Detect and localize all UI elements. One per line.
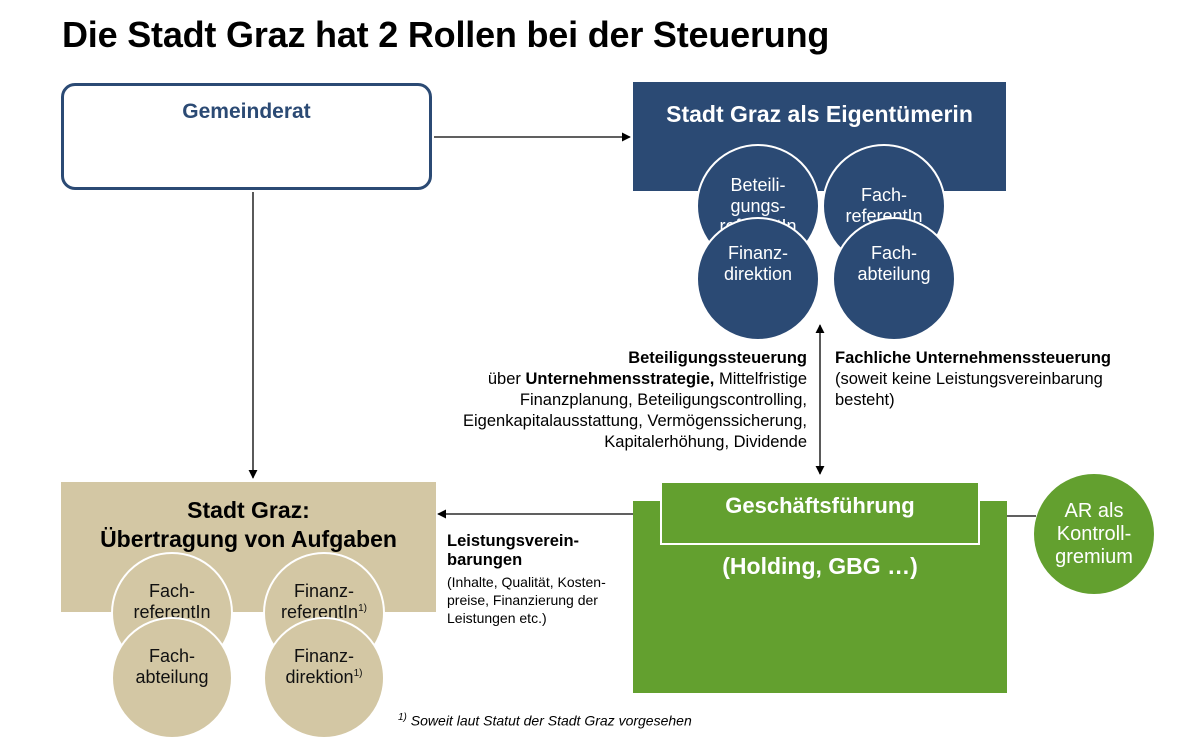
finanzreferentin-label: Finanz- referentIn (281, 581, 359, 622)
leistung-heading-line1: Leistungsverein- (447, 532, 580, 550)
circle-fachabteilung-city: Fach- abteilung (111, 617, 233, 739)
beteiligung-prefix: über (487, 370, 521, 388)
leistung-heading-line2: barungen (447, 551, 523, 569)
geschaeftsfuehrung-box: Geschäftsführung (660, 481, 980, 545)
holding-label: (Holding, GBG …) (722, 553, 918, 579)
footnote-mark: 1) (398, 712, 407, 723)
leistungsvereinbarungen-detail: (Inhalte, Qualität, Kosten- preise, Fina… (447, 573, 606, 627)
beteiligungssteuerung-text: Beteiligungssteuerung über Unternehmenss… (463, 348, 807, 453)
leistung-detail-line2: preise, Finanzierung der (447, 592, 598, 608)
fachlich-heading: Fachliche Unternehmenssteuerung (835, 349, 1111, 367)
fachliche-steuerung-text: Fachliche Unternehmenssteuerung (soweit … (835, 348, 1111, 411)
owner-label: Stadt Graz als Eigentümerin (666, 101, 973, 127)
fachlich-line2: besteht) (835, 391, 895, 409)
finanzdirektion-city-label: Finanz- direktion (285, 646, 354, 687)
leistung-detail-line1: (Inhalte, Qualität, Kosten- (447, 574, 606, 590)
gemeinderat-label: Gemeinderat (182, 100, 311, 123)
city-label: Stadt Graz: Übertragung von Aufgaben (100, 497, 397, 552)
circle-fachabteilung-owner: Fach- abteilung (832, 217, 956, 341)
footnote-mark-1: 1) (358, 603, 367, 614)
beteiligung-line1: Mittelfristige (714, 370, 807, 388)
page-title: Die Stadt Graz hat 2 Rollen bei der Steu… (62, 14, 830, 55)
footnote-mark-2: 1) (353, 668, 363, 679)
geschaeftsfuehrung-label: Geschäftsführung (725, 493, 915, 518)
footnote: 1) Soweit laut Statut der Stadt Graz vor… (398, 712, 692, 729)
beteiligung-heading: Beteiligungssteuerung (628, 349, 807, 367)
circle-finanzdirektion-owner: Finanz- direktion (696, 217, 820, 341)
leistungsvereinbarungen-heading: Leistungsverein- barungen (447, 532, 579, 570)
beteiligung-strategy: Unternehmensstrategie, (525, 370, 715, 388)
beteiligung-line2: Finanzplanung, Beteiligungscontrolling, (519, 391, 807, 409)
aufsichtsrat-circle: AR als Kontroll- gremium (1034, 474, 1154, 594)
city-box: Stadt Graz: Übertragung von Aufgaben (61, 482, 436, 612)
beteiligung-line3: Eigenkapitalausstattung, Vermögenssicher… (463, 412, 807, 430)
beteiligung-line4: Kapitalerhöhung, Dividende (604, 433, 807, 451)
leistung-detail-line3: Leistungen etc.) (447, 610, 547, 626)
owner-box: Stadt Graz als Eigentümerin (633, 82, 1006, 191)
gemeinderat-box: Gemeinderat (61, 83, 432, 190)
footnote-text: Soweit laut Statut der Stadt Graz vorges… (406, 712, 692, 729)
fachlich-line1: (soweit keine Leistungsvereinbarung (835, 370, 1103, 388)
circle-finanzdirektion-city: Finanz- direktion1) (263, 617, 385, 739)
